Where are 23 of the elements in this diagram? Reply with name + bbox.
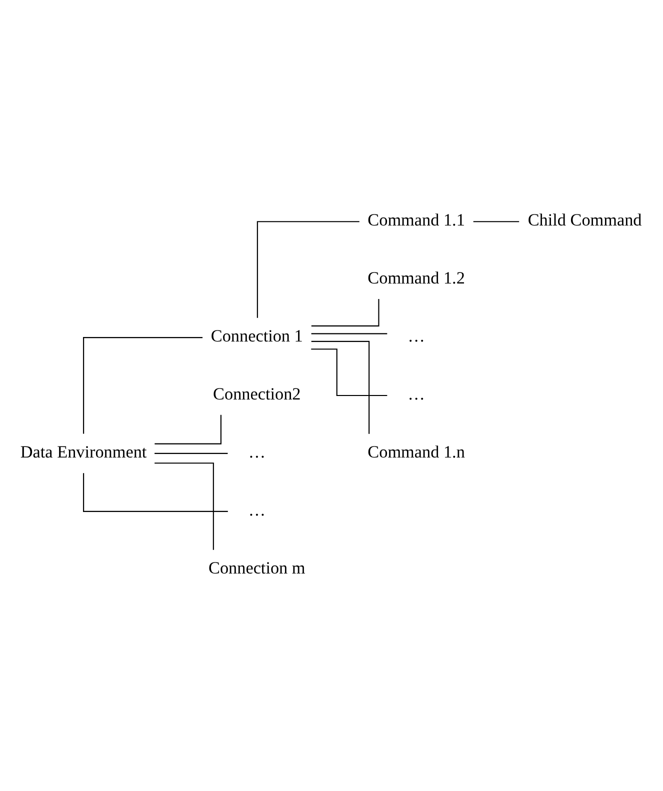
node-text: Command 1.2 bbox=[368, 268, 465, 288]
node-text: … bbox=[248, 500, 266, 520]
node-text: Command 1.1 bbox=[368, 210, 465, 230]
node-text: Command 1.n bbox=[368, 442, 465, 462]
connector bbox=[256, 221, 360, 318]
connector bbox=[473, 221, 520, 222]
connector bbox=[154, 414, 222, 444]
connector bbox=[83, 337, 203, 434]
node-text: … bbox=[248, 442, 266, 462]
node-text: Connection2 bbox=[213, 384, 301, 404]
connector bbox=[311, 348, 388, 396]
node-text: Connection 1 bbox=[210, 326, 303, 346]
connector bbox=[311, 298, 380, 326]
node-text: Child Command bbox=[528, 210, 642, 230]
connector bbox=[83, 473, 228, 512]
connector bbox=[311, 340, 370, 434]
connector bbox=[154, 452, 228, 454]
node-text: … bbox=[408, 326, 425, 346]
node-text: Connection m bbox=[208, 558, 306, 578]
node-text: Data Environment bbox=[20, 442, 147, 462]
node-text: … bbox=[408, 384, 425, 404]
connector bbox=[154, 462, 214, 550]
connector bbox=[311, 333, 388, 334]
